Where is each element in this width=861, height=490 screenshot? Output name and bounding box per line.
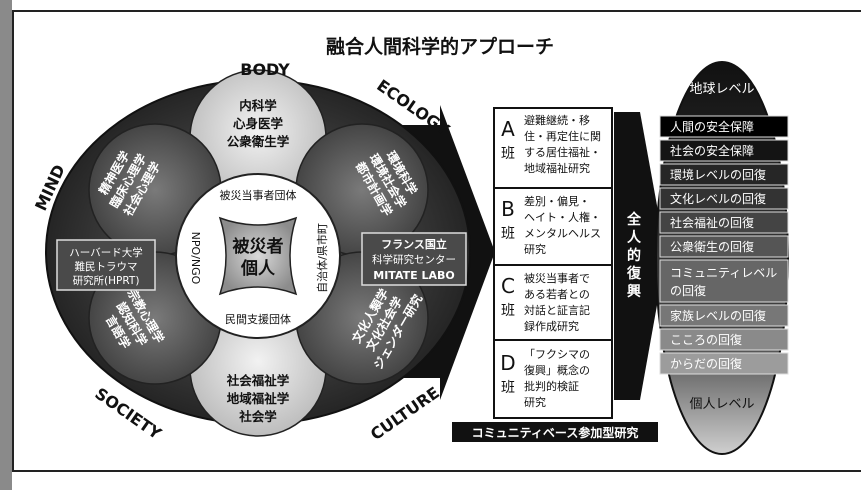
scale-top-label: 地球レベル: [689, 82, 754, 97]
level-7-line1: コミュニティレベル: [670, 266, 777, 280]
harvard-line3: 研究所(HPRT): [73, 274, 140, 287]
team-c-line4: 録作成研究: [524, 319, 579, 333]
ring-top-label: 被災当事者団体: [220, 188, 297, 202]
level-3: 環境レベルの回復: [670, 167, 766, 182]
recovery-char5: 興: [627, 284, 641, 300]
team-b-line2: ヘイト・人権・: [524, 210, 601, 224]
frame-top-line: [12, 10, 861, 12]
team-d-letter: D: [500, 351, 515, 375]
team-c-letter: C: [501, 274, 515, 298]
core-line1: 被災者: [233, 236, 284, 257]
ring-left-label: NPO/NGO: [189, 232, 202, 285]
team-b-letter: B: [501, 197, 515, 221]
team-d-line3: 批判的検証: [524, 379, 579, 393]
team-b-line3: メンタルヘルス: [524, 227, 601, 240]
harvard-line1: ハーバード大学: [69, 246, 142, 259]
team-a-line2: 住・再定住に関: [524, 129, 601, 143]
harvard-line2: 難民トラウマ: [75, 260, 138, 273]
petal-bottom-line2: 地域福祉学: [227, 391, 290, 406]
label-body: BODY: [240, 60, 290, 79]
recovery-char3: 的: [627, 247, 641, 264]
cnrs-box: [361, 232, 467, 286]
team-d-line2: 復興」概念の: [524, 363, 590, 377]
team-a-label: 班: [501, 146, 515, 162]
petal-top-line2: 心身医学: [233, 116, 284, 131]
cnrs-line1: フランス国立: [381, 237, 447, 251]
harvard-box: [56, 239, 156, 291]
team-d-line1: 「フクシマの: [524, 348, 590, 361]
team-b-line1: 差別・偏見・: [524, 194, 590, 208]
level-1: 人間の安全保障: [670, 119, 754, 134]
level-8: 家族レベルの回復: [670, 308, 766, 323]
level-7-line2: の回復: [670, 283, 706, 298]
petal-top-line1: 内科学: [239, 98, 277, 113]
team-d-label: 班: [501, 380, 515, 396]
petal-bottom-line3: 社会学: [238, 409, 277, 424]
level-5: 社会福祉の回復: [670, 215, 754, 230]
petal-top-line3: 公衆衛生学: [227, 134, 290, 149]
recovery-arrow: [614, 112, 666, 400]
community-bar-label: コミュニティベース参加型研究: [472, 425, 639, 440]
ring-right-label: 自治体/県市町: [315, 223, 329, 293]
team-b-label: 班: [501, 226, 515, 242]
frame-left-line: [12, 10, 14, 472]
team-a-letter: A: [501, 117, 515, 141]
teams-panel: [493, 107, 613, 419]
level-10: からだの回復: [670, 356, 742, 371]
diagram-title: 融合人間科学的アプローチ: [326, 35, 554, 58]
scale-bottom-label: 個人レベル: [689, 397, 754, 412]
team-d-line4: 研究: [524, 395, 546, 409]
community-bar: [452, 422, 658, 442]
ring-bottom-label: 民間支援団体: [225, 312, 291, 326]
team-a-line4: 地域福祉研究: [524, 161, 590, 175]
level-2: 社会の安全保障: [670, 143, 754, 158]
team-c-line1: 被災当事者で: [524, 271, 590, 285]
team-c-label: 班: [501, 303, 515, 319]
level-6: 公衆衛生の回復: [670, 239, 754, 254]
team-a-line1: 避難継続・移: [524, 113, 590, 127]
levels-stack: 人間の安全保障 社会の安全保障 環境レベルの回復 文化レベルの回復 社会福祉の回…: [659, 115, 789, 375]
recovery-char1: 全: [626, 211, 642, 228]
frame-bottom-line: [12, 470, 861, 472]
cnrs-line3: MITATE LABO: [373, 269, 454, 282]
core-line2: 個人: [240, 258, 276, 279]
recovery-char2: 人: [627, 229, 642, 246]
level-9: こころの回復: [670, 332, 742, 347]
recovery-char4: 復: [626, 265, 642, 282]
core-shape: [218, 216, 298, 296]
team-c-line3: 対話と証言記: [524, 303, 590, 317]
team-b-line4: 研究: [524, 242, 546, 256]
team-a-line3: する居住福祉・: [524, 145, 601, 159]
cnrs-line2: 科学研究センター: [372, 253, 456, 266]
level-4: 文化レベルの回復: [670, 191, 766, 206]
left-margin-bar: [0, 0, 12, 490]
petal-bottom-line1: 社会福祉学: [226, 373, 290, 388]
team-c-line2: ある若者との: [524, 288, 590, 301]
